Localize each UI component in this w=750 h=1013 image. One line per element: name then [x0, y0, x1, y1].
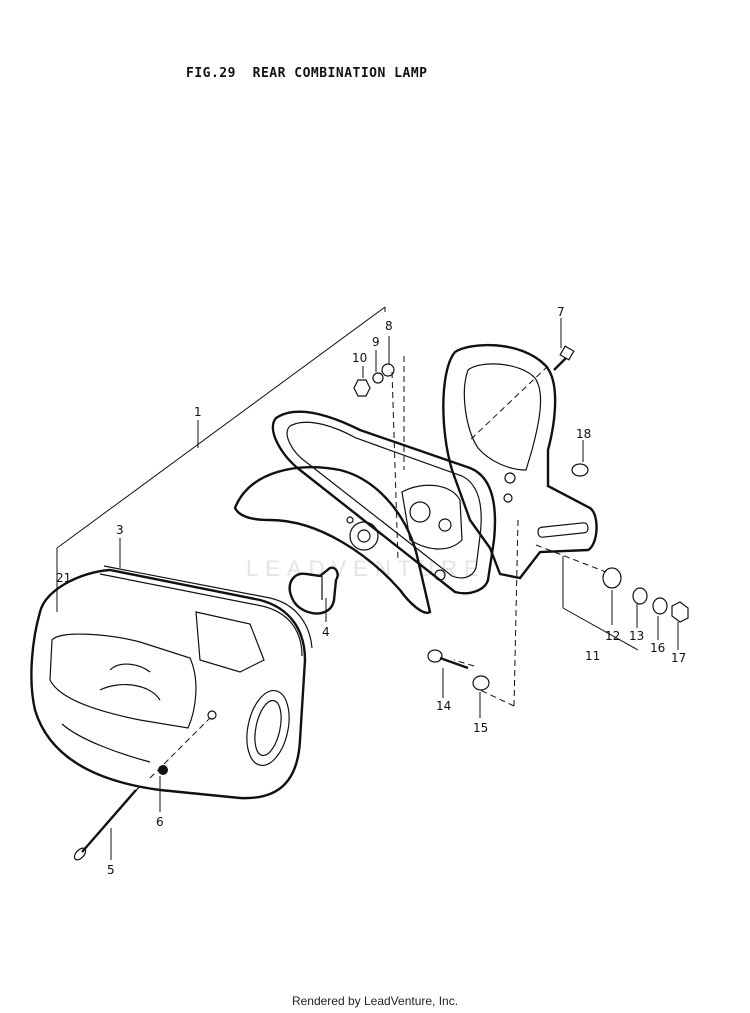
callout-1: 1 [194, 405, 202, 419]
callout-5: 5 [107, 863, 115, 877]
callout-12: 12 [605, 629, 620, 643]
callout-18: 18 [576, 427, 591, 441]
washer-9[interactable] [372, 372, 384, 384]
inner-plate[interactable] [233, 466, 432, 614]
callout-7: 7 [557, 305, 565, 319]
leader-lines [56, 306, 679, 860]
lens-screw[interactable] [72, 785, 141, 862]
bolt-14[interactable] [427, 649, 469, 670]
nut-17[interactable] [671, 601, 689, 623]
callout-11: 11 [585, 649, 600, 663]
callout-9: 9 [372, 335, 380, 349]
callout-10: 10 [352, 351, 367, 365]
washer-16[interactable] [652, 597, 668, 615]
assembly-dashed-lines [149, 356, 607, 779]
callout-3: 3 [116, 523, 124, 537]
grommet-6[interactable] [158, 765, 168, 775]
callout-16: 16 [650, 641, 665, 655]
washer-8[interactable] [381, 363, 395, 377]
callout-21: 21 [56, 571, 71, 585]
collar-13[interactable] [632, 587, 648, 605]
callout-6: 6 [156, 815, 164, 829]
callout-4: 4 [322, 625, 330, 639]
lamp-housing[interactable] [271, 410, 497, 595]
bulb[interactable] [288, 566, 339, 615]
callout-15: 15 [473, 721, 488, 735]
callout-14: 14 [436, 699, 451, 713]
cushion-18[interactable] [571, 463, 589, 477]
watermark: LEADVENTURE [246, 556, 486, 581]
callout-labels: 1 21 3 4 5 6 7 8 9 10 11 12 13 14 15 16 … [56, 305, 686, 877]
footer-credit: Rendered by LeadVenture, Inc. [291, 994, 459, 1008]
figure-title: FIG.29 REAR COMBINATION LAMP [186, 66, 428, 81]
mounting-bracket[interactable] [442, 343, 598, 580]
washer-15[interactable] [472, 675, 490, 691]
washer-12[interactable] [602, 567, 622, 589]
callout-13: 13 [629, 629, 644, 643]
callout-8: 8 [385, 319, 393, 333]
bolt-7[interactable] [553, 345, 575, 371]
lamp-lens[interactable] [30, 565, 313, 800]
nut-10[interactable] [353, 379, 371, 397]
callout-17: 17 [671, 651, 686, 665]
